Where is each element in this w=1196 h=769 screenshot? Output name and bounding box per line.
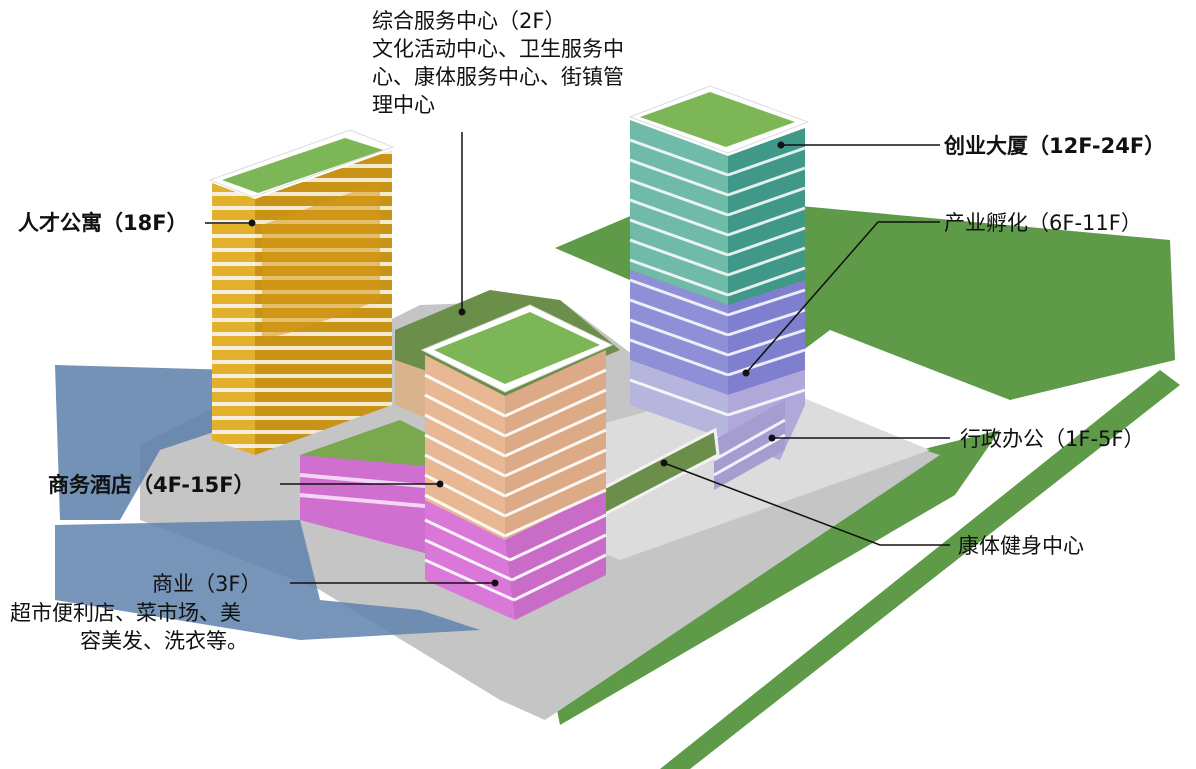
leader-dots <box>248 141 785 587</box>
shadow-lower <box>55 520 480 640</box>
service-center-title: 综合服务中心（2F） <box>372 9 566 33</box>
service-center-line1: 文化活动中心、卫生服务中 <box>372 37 624 61</box>
commerce-line2: 容美发、洗衣等。 <box>80 629 248 653</box>
fitness-center-label: 康体健身中心 <box>958 534 1084 558</box>
admin-office-label: 行政办公（1F-5F） <box>960 427 1145 451</box>
leader-lines <box>205 132 950 584</box>
lawn-east <box>555 430 1000 725</box>
shadow-left <box>55 365 250 520</box>
service-center-line2: 心、康体服务中心、街镇管 <box>372 65 624 89</box>
incubation-label: 产业孵化（6F-11F） <box>944 211 1142 235</box>
lawn-strip <box>660 370 1180 769</box>
commerce-line1: 超市便利店、菜市场、美 <box>10 601 241 625</box>
startup-tower-label: 创业大厦（12F-24F） <box>944 134 1166 158</box>
talent-apartment-tower <box>208 129 395 455</box>
service-center-line3: 理中心 <box>372 93 435 117</box>
talent-apartment-label: 人才公寓（18F） <box>18 211 188 235</box>
startup-tower <box>628 85 810 490</box>
startup-tower-floor-lines <box>629 138 806 477</box>
podium-front <box>395 360 430 420</box>
commerce-title: 商业（3F） <box>152 572 262 596</box>
business-hotel-label: 商务酒店（4F-15F） <box>48 473 255 497</box>
